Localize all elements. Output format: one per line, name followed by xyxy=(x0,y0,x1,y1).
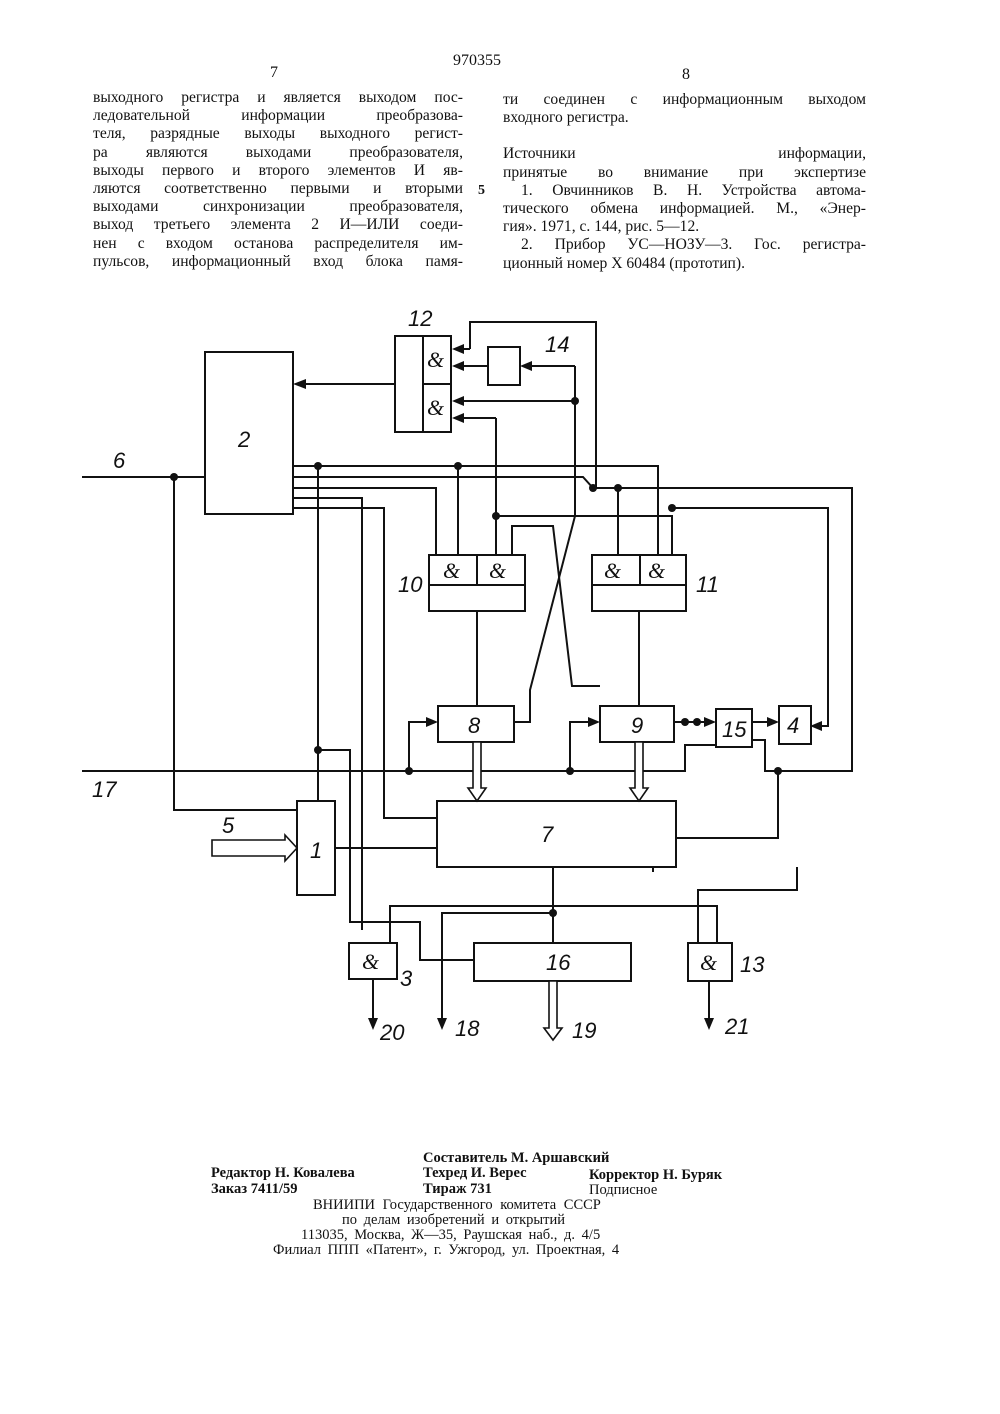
block-label: 7 xyxy=(541,822,554,847)
block-label: 4 xyxy=(787,713,799,738)
block-label: 13 xyxy=(740,952,765,977)
footer-circulation: Тираж 731 xyxy=(423,1181,492,1198)
and-symbol: & xyxy=(700,950,718,975)
and-symbol: & xyxy=(489,558,507,583)
line-label: 5 xyxy=(222,813,235,838)
line-label: 6 xyxy=(113,448,126,473)
line-label: 17 xyxy=(92,777,117,802)
and-symbol: & xyxy=(362,949,380,974)
block-label: 10 xyxy=(398,572,423,597)
block-label: 16 xyxy=(546,950,571,975)
footer-order: Заказ 7411/59 xyxy=(211,1181,297,1198)
block-label: 11 xyxy=(696,572,719,597)
block-7 xyxy=(437,801,676,867)
and-symbol: & xyxy=(648,558,666,583)
circuit-diagram: 2 & & 12 14 & & 10 & & 11 xyxy=(0,0,1000,1120)
block-label: 12 xyxy=(408,306,432,331)
block-label: 8 xyxy=(468,713,481,738)
block-label: 15 xyxy=(722,717,747,742)
block-label: 2 xyxy=(237,427,250,452)
footer-org-line: Филиал ППП «Патент», г. Ужгород, ул. Про… xyxy=(273,1242,619,1259)
and-symbol: & xyxy=(443,558,461,583)
block-label: 14 xyxy=(545,332,569,357)
block-14 xyxy=(488,347,520,385)
and-symbol: & xyxy=(427,395,445,420)
line-label: 19 xyxy=(572,1018,596,1043)
line-label: 18 xyxy=(455,1016,480,1041)
block-label: 9 xyxy=(631,713,643,738)
block-label: 3 xyxy=(400,966,413,991)
and-symbol: & xyxy=(604,558,622,583)
footer-techred: Техред И. Верес xyxy=(423,1165,527,1182)
footer-editor: Редактор Н. Ковалева xyxy=(211,1165,355,1182)
and-symbol: & xyxy=(427,347,445,372)
line-label: 21 xyxy=(724,1014,749,1039)
block-label: 1 xyxy=(310,838,322,863)
line-label: 20 xyxy=(379,1020,405,1045)
